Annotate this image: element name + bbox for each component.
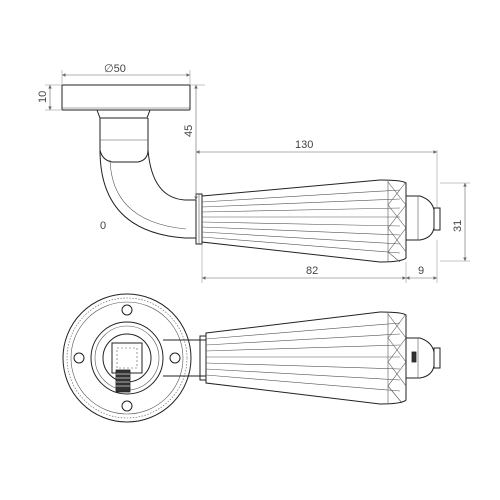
side-view-dimensions: ∅50 10 45 130 31 82 9 0 bbox=[37, 63, 470, 283]
front-view bbox=[62, 293, 441, 423]
dim-rose-diameter: ∅50 bbox=[104, 63, 126, 75]
dim-projection: 130 bbox=[295, 139, 313, 151]
side-view bbox=[61, 84, 441, 263]
screw-hole-bottom bbox=[121, 400, 133, 412]
rose-plate-side bbox=[61, 84, 191, 111]
screw-hole-left bbox=[73, 352, 85, 364]
screw-hole-right bbox=[169, 352, 181, 364]
neck-collar bbox=[96, 109, 151, 119]
end-cap-side bbox=[405, 195, 435, 241]
grip-front bbox=[205, 311, 407, 405]
dim-grip-length: 82 bbox=[306, 265, 318, 277]
grip-side bbox=[201, 179, 407, 263]
dim-zero: 0 bbox=[100, 220, 106, 232]
screw-hole-top bbox=[121, 304, 133, 316]
end-cap-front bbox=[405, 337, 435, 379]
dim-end-cap: 9 bbox=[418, 265, 424, 277]
rose-plate-front bbox=[62, 293, 192, 423]
dim-rose-thickness: 10 bbox=[37, 91, 49, 103]
dim-grip-diameter: 31 bbox=[452, 220, 464, 232]
lever-arm bbox=[99, 149, 197, 239]
spindle-square bbox=[111, 342, 143, 374]
grub-screw bbox=[115, 369, 131, 393]
dim-height: 45 bbox=[183, 125, 195, 137]
